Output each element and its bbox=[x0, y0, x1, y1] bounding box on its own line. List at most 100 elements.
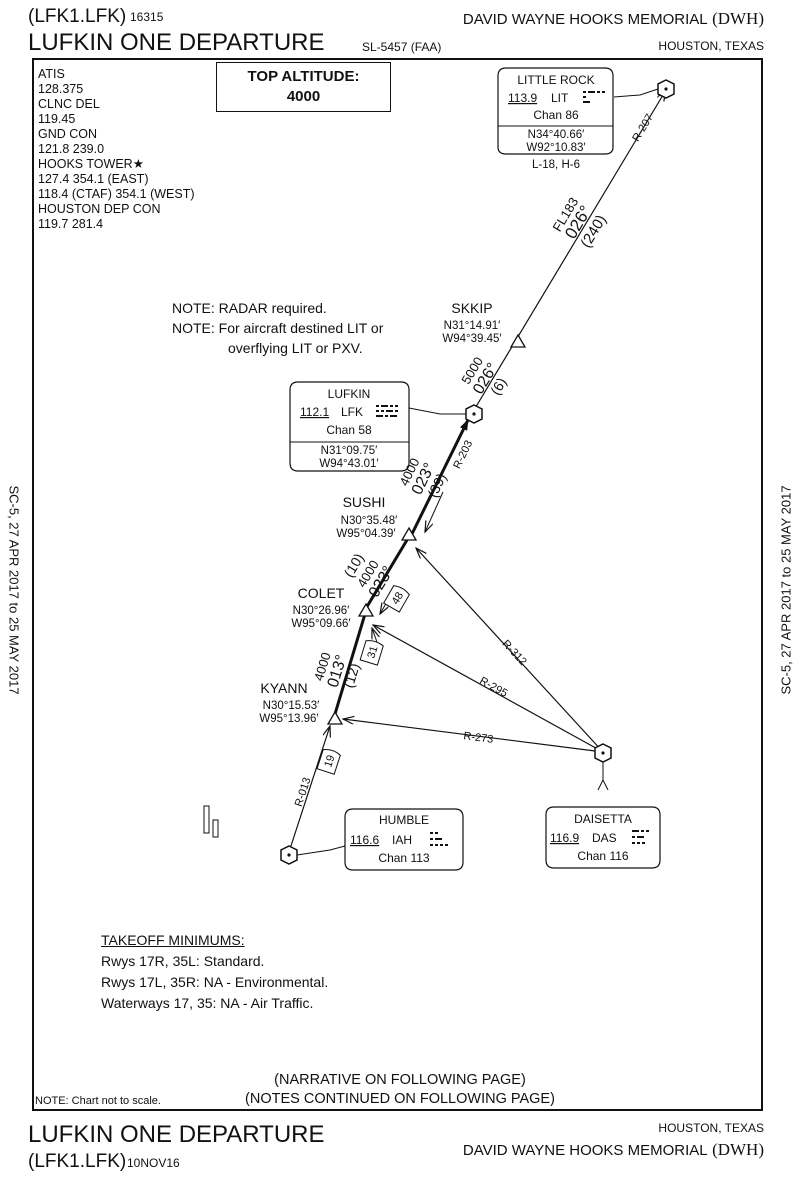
freq-line: ATIS bbox=[38, 67, 65, 81]
lfk-name: LUFKIN bbox=[328, 387, 371, 401]
freq-line: HOOKS TOWER★ bbox=[38, 157, 144, 171]
colet-name: COLET bbox=[298, 585, 345, 601]
footer-airport-name: DAVID WAYNE HOOKS MEMORIAL bbox=[462, 1142, 708, 1159]
dme-shields: 48 31 19 bbox=[316, 585, 410, 775]
freq-line: GND CON bbox=[38, 127, 98, 141]
lit-radial: R-207 bbox=[630, 112, 656, 144]
kyann-lat: N30°15.53′ bbox=[263, 700, 320, 712]
airport-id: (DWH) bbox=[712, 9, 764, 28]
iah-radial: R-013 bbox=[293, 776, 314, 808]
skkip-lat: N31°14.91′ bbox=[444, 320, 501, 332]
lfk-chan: Chan 58 bbox=[326, 423, 372, 437]
iah-freq: 116.6 bbox=[350, 833, 379, 847]
takeoff-minimums: TAKEOFF MINIMUMS: Rwys 17R, 35L: Standar… bbox=[101, 930, 328, 1014]
radar-note: NOTE: RADAR required. bbox=[172, 300, 327, 316]
chart-frame bbox=[32, 58, 763, 1111]
narrative-note: (NARRATIVE ON FOLLOWING PAGE) (NOTES CON… bbox=[200, 1071, 600, 1109]
header-chart-number: 16315 bbox=[130, 10, 164, 24]
lit-name: LITTLE ROCK bbox=[517, 73, 594, 87]
footer-airport-id: (DWH) bbox=[712, 1140, 764, 1159]
das-chan: Chan 116 bbox=[577, 849, 628, 863]
top-altitude-box: TOP ALTITUDE: 4000 bbox=[216, 62, 391, 112]
fix-labels: SKKIP N31°14.91′ W94°39.45′ SUSHI N30°35… bbox=[259, 300, 501, 725]
fix-symbols bbox=[326, 333, 527, 725]
skkip-name: SKKIP bbox=[451, 300, 492, 316]
fix-triangle-colet bbox=[357, 602, 375, 617]
lit-lat: N34°40.66′ bbox=[528, 129, 585, 141]
colet-lon: W95°09.66′ bbox=[291, 618, 350, 630]
dme-shield-48: 48 bbox=[383, 585, 410, 613]
takeoff-line: Rwys 17L, 35R: NA - Environmental. bbox=[101, 974, 329, 990]
footer-title: LUFKIN ONE DEPARTURE bbox=[28, 1121, 325, 1148]
lfk-id: LFK bbox=[341, 405, 363, 419]
header-city: HOUSTON, TEXAS bbox=[658, 39, 764, 53]
das-name: DAISETTA bbox=[574, 812, 632, 826]
lfk-box-connector bbox=[408, 407, 466, 415]
radial-das-sushi bbox=[416, 548, 604, 753]
takeoff-line: Waterways 17, 35: NA - Air Traffic. bbox=[101, 995, 314, 1011]
lit-lon: W92°10.83′ bbox=[526, 142, 585, 154]
lfk-radial-arrow bbox=[425, 491, 444, 532]
leg-kyann-colet bbox=[333, 613, 367, 715]
radial-312: R-312 bbox=[500, 638, 529, 668]
radial-295: R-295 bbox=[477, 675, 509, 700]
svg-text:48: 48 bbox=[390, 590, 407, 607]
sl-number: SL-5457 (FAA) bbox=[362, 40, 442, 54]
freq-line: 119.45 bbox=[38, 112, 76, 126]
lfk-freq: 112.1 bbox=[300, 405, 329, 419]
freq-line: 127.4 354.1 (EAST) bbox=[38, 172, 149, 186]
dme-shield-19: 19 bbox=[316, 749, 341, 775]
sushi-name: SUSHI bbox=[343, 494, 386, 510]
header-procedure-code: (LFK1.LFK) bbox=[28, 6, 127, 27]
leg-lfk-lit bbox=[473, 90, 666, 411]
freq-line: 119.7 281.4 bbox=[38, 217, 104, 231]
morse-icon-iah bbox=[430, 832, 448, 846]
colet-lat: N30°26.96′ bbox=[293, 605, 350, 617]
lit-chan: Chan 86 bbox=[533, 108, 579, 122]
narrative-line: (NOTES CONTINUED ON FOLLOWING PAGE) bbox=[245, 1091, 555, 1107]
lit-box-connector bbox=[613, 88, 659, 98]
freq-line: 121.8 239.0 bbox=[38, 142, 105, 156]
navaid-box-little-rock: LITTLE ROCK 113.9 LIT Chan 86 N34°40.66′… bbox=[497, 67, 614, 171]
lfk-lat: N31°09.75′ bbox=[321, 445, 378, 457]
leg-colet-sushi bbox=[363, 539, 409, 611]
lfk-lon: W94°43.01′ bbox=[319, 458, 378, 470]
freq-line: 128.375 bbox=[38, 82, 84, 96]
lit-note-cont: overflying LIT or PXV. bbox=[228, 340, 363, 356]
radial-das-kyann bbox=[343, 719, 604, 753]
iah-id: IAH bbox=[392, 833, 412, 847]
radial-das-colet bbox=[373, 625, 604, 753]
navaid-symbols bbox=[280, 79, 675, 865]
navaid-box-humble: HUMBLE 116.6 IAH Chan 113 bbox=[344, 808, 464, 871]
route-lines bbox=[288, 90, 666, 853]
iah-name: HUMBLE bbox=[379, 813, 429, 827]
freq-line: HOUSTON DEP CON bbox=[38, 202, 161, 216]
page-title: LUFKIN ONE DEPARTURE bbox=[28, 29, 325, 56]
svg-text:31: 31 bbox=[365, 645, 380, 660]
sushi-lat: N30°35.48′ bbox=[341, 515, 398, 527]
sushi-lon: W95°04.39′ bbox=[336, 528, 395, 540]
kyann-lon: W95°13.96′ bbox=[259, 713, 318, 725]
footer-city: HOUSTON, TEXAS bbox=[658, 1121, 764, 1135]
kyann-name: KYANN bbox=[260, 680, 307, 696]
radial-273: R-273 bbox=[463, 730, 494, 746]
morse-icon-das bbox=[632, 830, 649, 844]
dme-shield-31: 31 bbox=[359, 640, 384, 666]
leg-sushi-lfk bbox=[407, 419, 470, 541]
skkip-leg-dist: (6) bbox=[487, 375, 510, 398]
lit-note: NOTE: For aircraft destined LIT or bbox=[172, 320, 384, 336]
iah-chan: Chan 113 bbox=[378, 851, 429, 865]
takeoff-title: TAKEOFF MINIMUMS: bbox=[101, 932, 245, 948]
morse-icon-lfk bbox=[376, 405, 398, 417]
header-airport: DAVID WAYNE HOOKS MEMORIAL (DWH) bbox=[463, 9, 764, 29]
navaid-box-daisetta: DAISETTA 116.9 DAS Chan 116 bbox=[545, 806, 661, 869]
runway-icon bbox=[203, 805, 219, 838]
fix-triangle-kyann bbox=[326, 710, 344, 725]
freq-line: 118.4 (CTAF) 354.1 (WEST) bbox=[38, 187, 195, 201]
freq-line: CLNC DEL bbox=[38, 97, 100, 111]
airport-name: DAVID WAYNE HOOKS MEMORIAL bbox=[462, 11, 708, 28]
das-id: DAS bbox=[592, 831, 617, 845]
top-altitude-label: TOP ALTITUDE: bbox=[247, 68, 360, 85]
svg-text:19: 19 bbox=[322, 754, 337, 769]
